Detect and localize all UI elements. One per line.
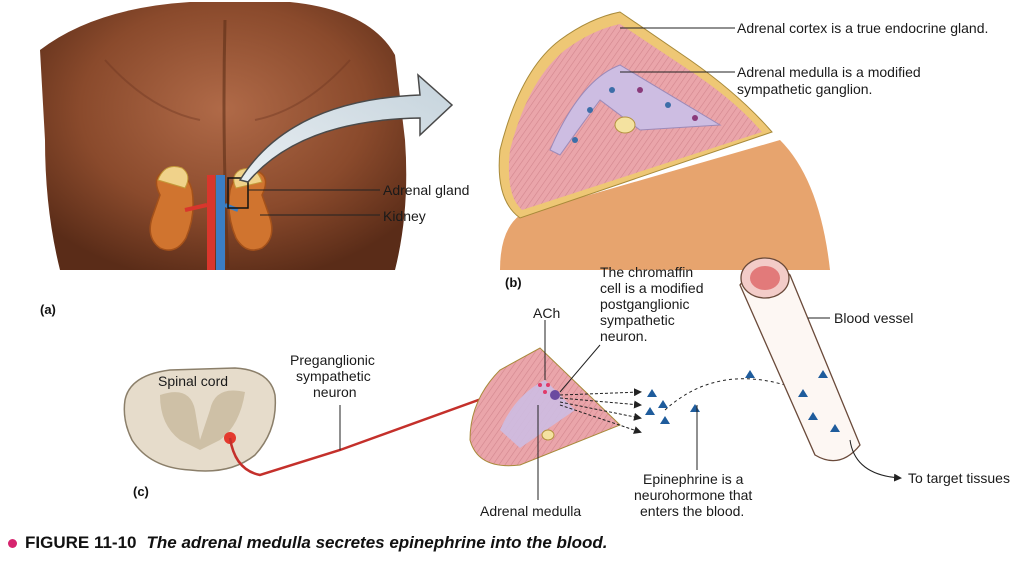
figure-title: The adrenal medulla secretes epinephrine… xyxy=(146,533,608,552)
panel-label-a: (a) xyxy=(40,302,56,317)
caption-bullet-icon xyxy=(8,539,17,549)
label-adrenal-medulla-1: Adrenal medulla is a modified xyxy=(737,64,921,80)
label-epinephrine-2: neurohormone that xyxy=(634,487,753,503)
panel-label-b: (b) xyxy=(505,275,522,290)
blood-vessel-illustration xyxy=(739,257,861,462)
label-spinal-cord: Spinal cord xyxy=(158,373,229,389)
label-ach: ACh xyxy=(533,305,561,321)
label-epinephrine-1: Epinephrine is a xyxy=(643,471,744,487)
label-chromaffin-1: The chromaffin xyxy=(600,264,694,280)
label-preganglionic-3: neuron xyxy=(313,384,357,400)
label-preganglionic-2: sympathetic xyxy=(296,368,371,384)
label-adrenal-gland: Adrenal gland xyxy=(383,182,470,198)
target-tissues-arrow xyxy=(849,439,902,482)
label-chromaffin-4: sympathetic xyxy=(600,312,675,328)
panel-label-c: (c) xyxy=(133,484,149,499)
label-epinephrine-3: enters the blood. xyxy=(640,503,745,519)
preganglionic-axon xyxy=(228,383,521,477)
figure-caption: FIGURE 11-10 The adrenal medulla secretes… xyxy=(8,533,607,553)
label-blood-vessel: Blood vessel xyxy=(834,310,914,326)
label-adrenal-medulla-2: sympathetic ganglion. xyxy=(737,81,873,97)
label-preganglionic-1: Preganglionic xyxy=(290,352,375,368)
spinal-cord-illustration xyxy=(123,367,277,472)
chromaffin-leader xyxy=(559,344,601,393)
figure-number: FIGURE 11-10 xyxy=(25,533,137,552)
label-adrenal-cortex: Adrenal cortex is a true endocrine gland… xyxy=(737,20,989,36)
label-chromaffin-2: cell is a modified xyxy=(600,280,704,296)
panel-a-back-illustration xyxy=(40,2,407,270)
panel-b-adrenal-section xyxy=(498,11,830,270)
label-kidney: Kidney xyxy=(383,208,426,224)
label-chromaffin-3: postganglionic xyxy=(600,296,690,312)
label-to-target-tissues: To target tissues xyxy=(908,470,1010,486)
label-adrenal-medulla-bottom: Adrenal medulla xyxy=(480,503,582,519)
zoom-arrow xyxy=(238,73,454,183)
label-chromaffin-5: neuron. xyxy=(600,328,648,344)
